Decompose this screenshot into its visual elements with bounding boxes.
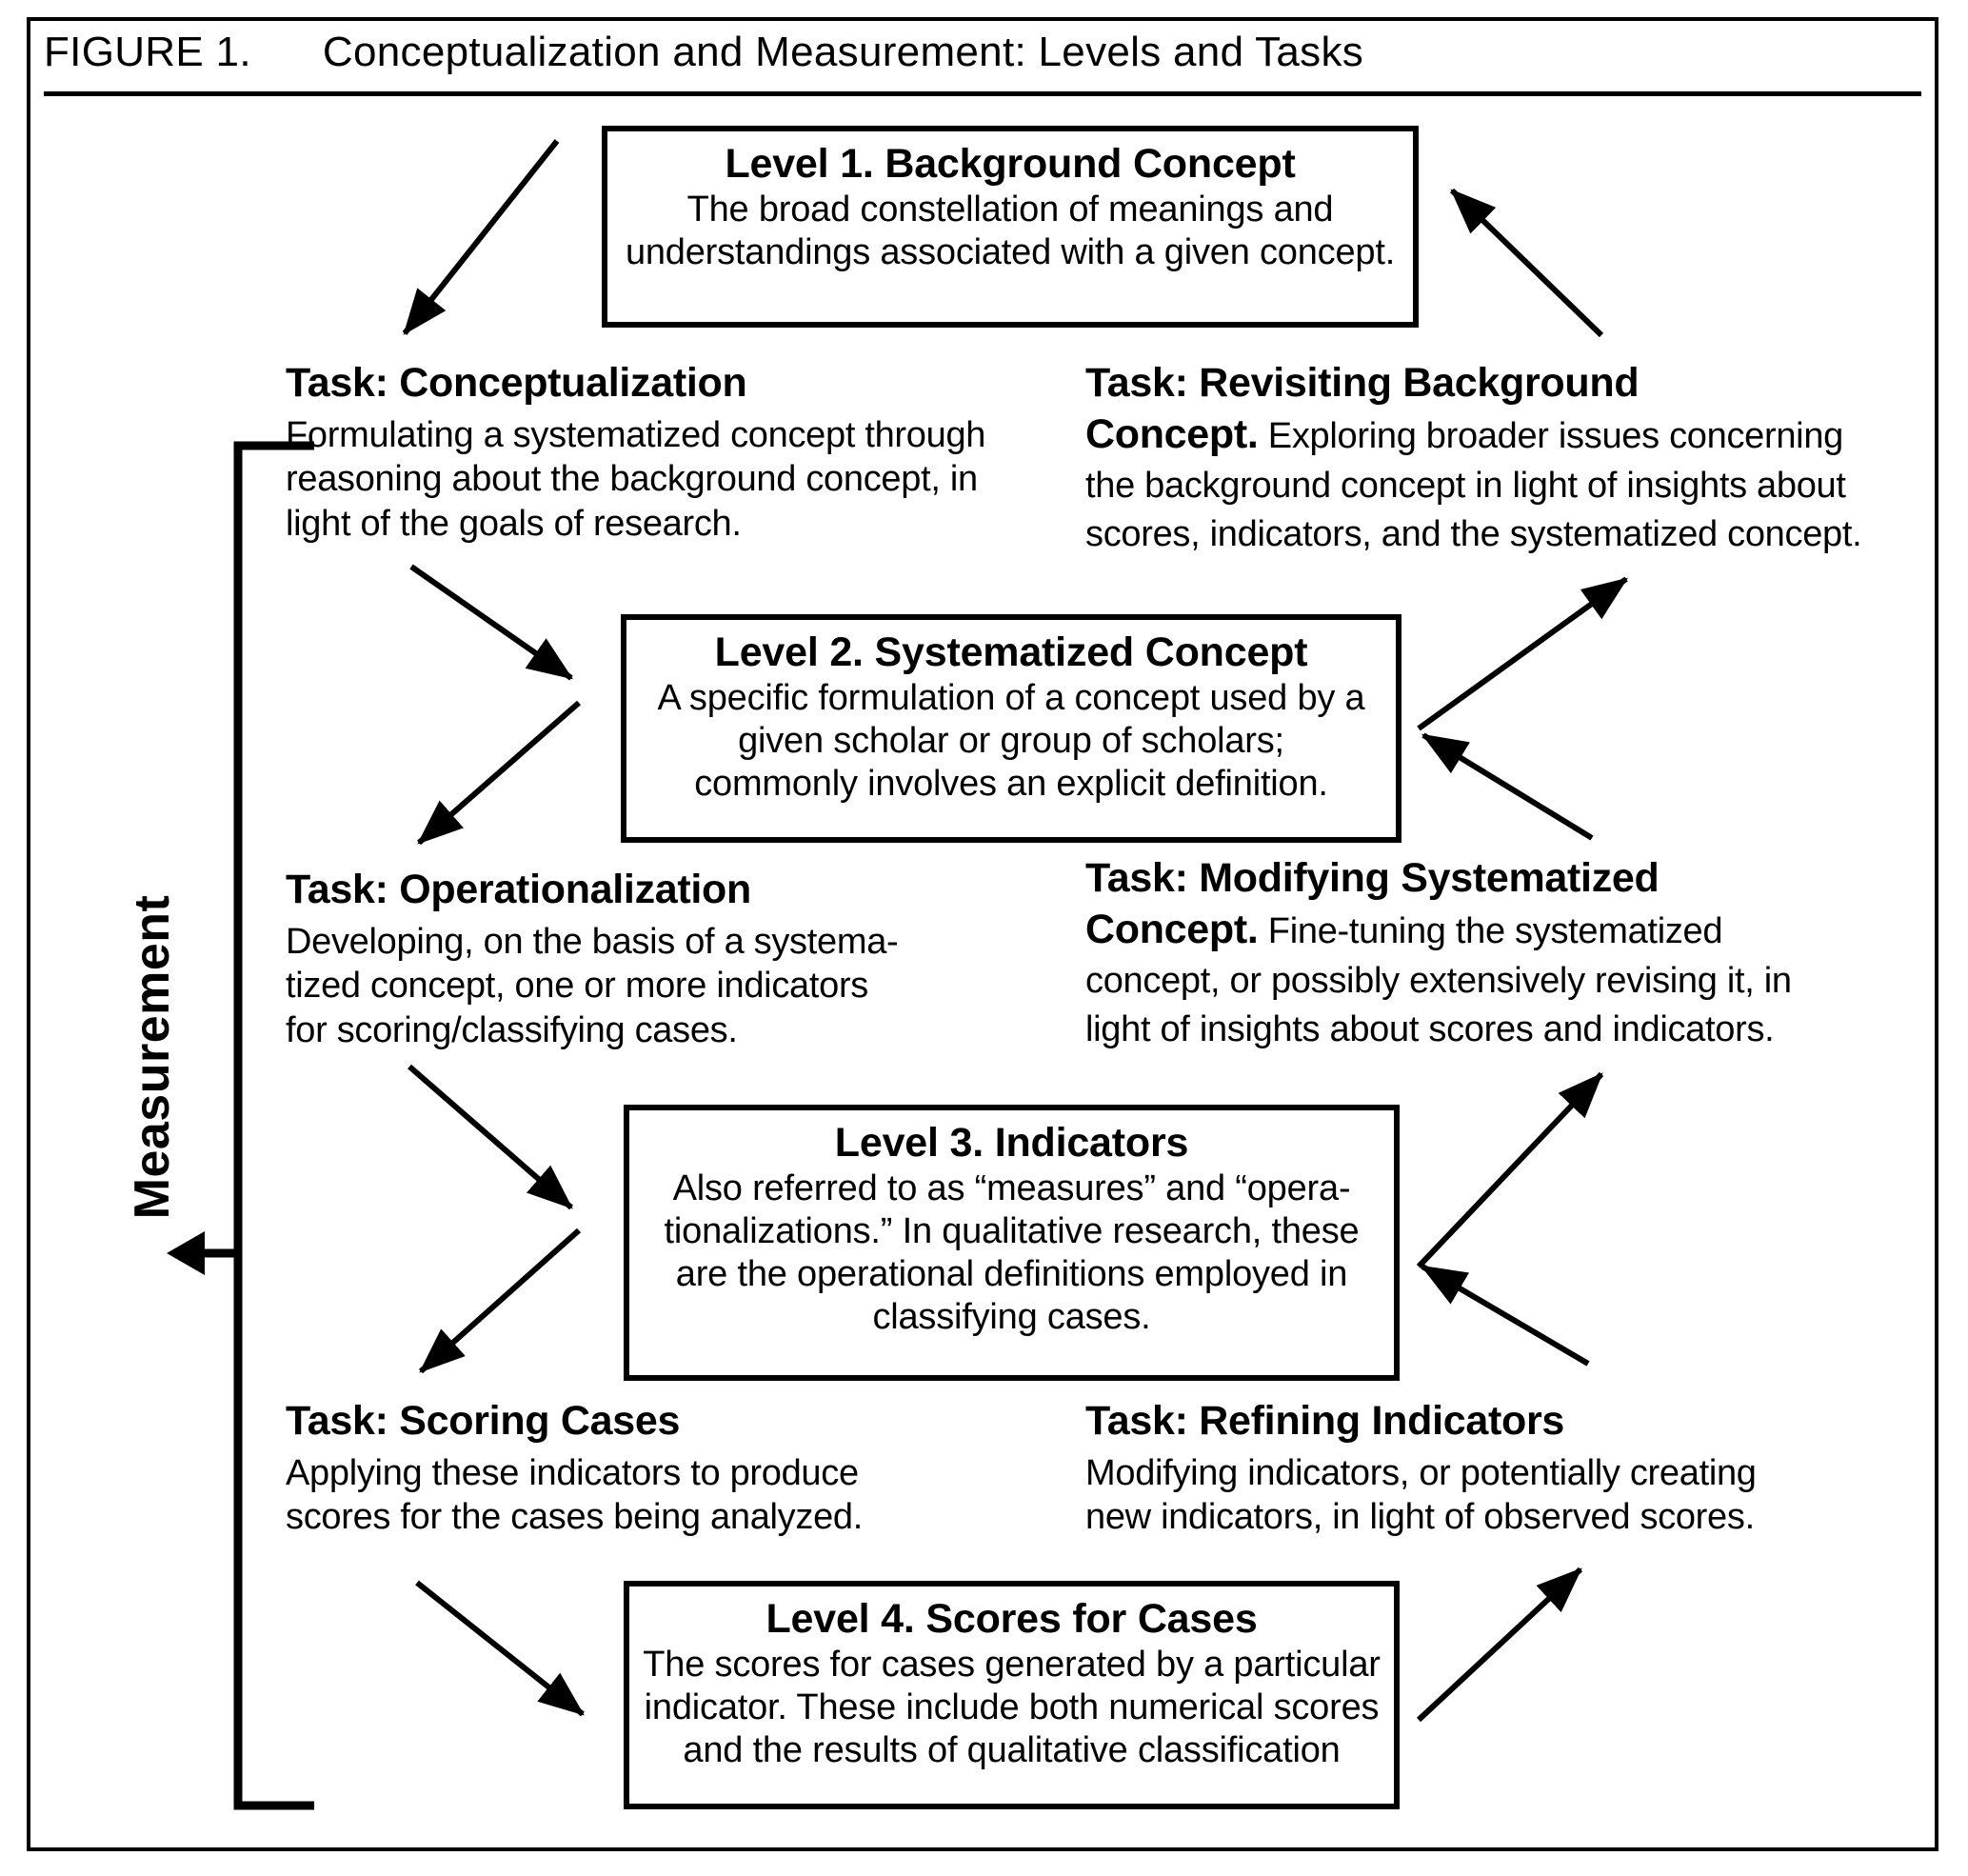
task-conceptualization-head: Task: Conceptualization xyxy=(286,360,747,406)
task-refining-indicators-line: Modifying indicators, or potentially cre… xyxy=(1085,1452,1757,1493)
task-modifying-concept-rest: Fine-tuning the systematized xyxy=(1258,910,1723,951)
level-1-box: Level 1. Background Concept The broad co… xyxy=(602,126,1419,328)
figure-number: FIGURE 1. xyxy=(44,29,251,75)
level-2-body-line: given scholar or group of scholars; xyxy=(738,720,1284,761)
figure-title: FIGURE 1. Conceptualization and Measurem… xyxy=(44,29,1853,76)
level-2-box: Level 2. Systematized Concept A specific… xyxy=(621,614,1401,843)
task-revisiting-background-concept-body: Concept. Exploring broader issues concer… xyxy=(1085,408,1933,559)
task-scoring-cases-head: Task: Scoring Cases xyxy=(286,1398,681,1444)
level-1-body-line: The broad constellation of meanings and xyxy=(686,190,1334,230)
level-3-body-line: tionalizations.” In qualitative research… xyxy=(664,1210,1360,1251)
task-modifying-head-line-2: Concept. Fine-tuning the systematized xyxy=(1085,903,1933,958)
level-4-body-line: and the results of qualitative classific… xyxy=(683,1729,1341,1770)
task-scoring-cases-line: scores for the cases being analyzed. xyxy=(286,1497,863,1538)
task-modifying-systematized-concept: Task: Modifying Systematized Concept. Fi… xyxy=(1085,855,1933,1054)
level-3-body: Also referred to as “measures” and “oper… xyxy=(643,1168,1381,1338)
task-revisiting-head-line-2: Concept. Exploring broader issues concer… xyxy=(1085,408,1933,463)
task-conceptualization: Task: Conceptualization Formulating a sy… xyxy=(286,360,1028,546)
task-conceptualization-body: Formulating a systematized concept throu… xyxy=(286,413,1028,546)
level-3-body-line: Also referred to as “measures” and “oper… xyxy=(672,1168,1351,1209)
level-2-title: Level 2. Systematized Concept xyxy=(714,629,1308,675)
task-modifying-concept-bold: Concept. xyxy=(1085,906,1259,952)
level-4-title: Level 4. Scores for Cases xyxy=(765,1596,1258,1642)
task-scoring-cases: Task: Scoring Cases Applying these indic… xyxy=(286,1398,971,1540)
level-2-body: A specific formulation of a concept used… xyxy=(640,677,1382,805)
task-revisiting-background-concept: Task: Revisiting Background Concept. Exp… xyxy=(1085,360,1933,559)
task-modifying-systematized-concept-head: Task: Modifying Systematized xyxy=(1085,855,1933,903)
level-3-box: Level 3. Indicators Also referred to as … xyxy=(624,1105,1400,1381)
task-operationalization-line: Developing, on the basis of a systema- xyxy=(286,921,899,962)
task-refining-indicators-body: Modifying indicators, or potentially cre… xyxy=(1085,1451,1933,1540)
figure-title-text: Conceptualization and Measurement: Level… xyxy=(322,29,1364,75)
level-1-title: Level 1. Background Concept xyxy=(725,141,1296,187)
task-revisiting-background-concept-head: Task: Revisiting Background xyxy=(1085,360,1933,408)
task-revisiting-line: scores, indicators, and the systematized… xyxy=(1085,514,1862,555)
task-modifying-line: concept, or possibly extensively revisin… xyxy=(1085,961,1792,1002)
task-modifying-systematized-concept-body: Concept. Fine-tuning the systematized co… xyxy=(1085,903,1933,1054)
figure-frame xyxy=(27,17,1938,1851)
level-2-body-line: A specific formulation of a concept used… xyxy=(657,678,1365,719)
task-modifying-head-line-1: Task: Modifying Systematized xyxy=(1085,855,1660,901)
task-revisiting-line: the background concept in light of insig… xyxy=(1085,466,1846,507)
level-4-body-line: The scores for cases generated by a part… xyxy=(643,1645,1381,1686)
task-refining-indicators: Task: Refining Indicators Modifying indi… xyxy=(1085,1398,1933,1540)
level-4-body-line: indicator. These include both numerical … xyxy=(644,1686,1380,1727)
level-4-box: Level 4. Scores for Cases The scores for… xyxy=(624,1581,1400,1809)
task-scoring-cases-body: Applying these indicators to produce sco… xyxy=(286,1451,971,1540)
task-conceptualization-line: Formulating a systematized concept throu… xyxy=(286,414,986,455)
task-conceptualization-line: reasoning about the background concept, … xyxy=(286,459,978,500)
task-operationalization-head: Task: Operationalization xyxy=(286,867,751,912)
level-1-body-line: understandings associated with a given c… xyxy=(625,231,1396,272)
task-refining-indicators-line: new indicators, in light of observed sco… xyxy=(1085,1497,1755,1538)
task-revisiting-head-line-1: Task: Revisiting Background xyxy=(1085,360,1640,406)
task-operationalization-line: tized concept, one or more indicators xyxy=(286,966,869,1007)
task-operationalization-body: Developing, on the basis of a systema- t… xyxy=(286,920,971,1052)
task-revisiting-concept-rest: Exploring broader issues concerning xyxy=(1258,415,1844,456)
task-refining-indicators-head: Task: Refining Indicators xyxy=(1085,1398,1564,1444)
measurement-axis-label: Measurement xyxy=(125,894,180,1220)
task-conceptualization-line: light of the goals of research. xyxy=(286,503,742,544)
level-3-body-line: classifying cases. xyxy=(872,1296,1151,1337)
level-1-body: The broad constellation of meanings and … xyxy=(621,189,1400,274)
task-revisiting-concept-bold: Concept. xyxy=(1085,410,1259,457)
task-operationalization-line: for scoring/classifying cases. xyxy=(286,1009,738,1050)
title-divider xyxy=(44,91,1921,96)
level-4-body: The scores for cases generated by a part… xyxy=(643,1644,1381,1771)
task-modifying-line: light of insights about scores and indic… xyxy=(1085,1009,1775,1050)
level-3-body-line: are the operational definitions employed… xyxy=(675,1253,1348,1294)
level-3-title: Level 3. Indicators xyxy=(834,1120,1189,1166)
task-operationalization: Task: Operationalization Developing, on … xyxy=(286,867,971,1052)
task-scoring-cases-line: Applying these indicators to produce xyxy=(286,1452,859,1493)
level-2-body-line: commonly involves an explicit definition… xyxy=(694,763,1328,804)
